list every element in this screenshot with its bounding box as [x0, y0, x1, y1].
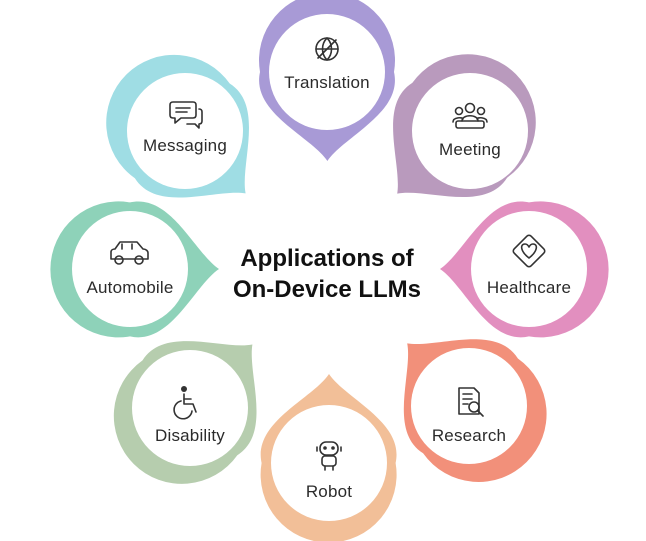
item-healthcare: Healthcare: [440, 201, 609, 338]
center-title: Applications of On-Device LLMs: [233, 245, 421, 303]
item-label-research: Research: [432, 426, 506, 445]
item-translation: Translation: [259, 0, 395, 161]
healthcare-icon: [512, 234, 546, 268]
item-label-healthcare: Healthcare: [487, 278, 571, 297]
robot-icon: [316, 441, 342, 471]
item-label-disability: Disability: [155, 426, 225, 445]
node-circle-robot: [271, 405, 387, 521]
automobile-icon: [110, 241, 149, 265]
messaging-icon: [169, 101, 203, 129]
item-meeting: Meeting: [393, 54, 536, 197]
item-robot: Robot: [260, 374, 397, 541]
node-circle-meeting: [412, 73, 528, 189]
title-line-2: On-Device LLMs: [233, 276, 421, 303]
item-messaging: Messaging: [106, 54, 249, 198]
item-disability: Disability: [113, 341, 257, 484]
item-label-robot: Robot: [306, 482, 352, 501]
item-label-automobile: Automobile: [86, 278, 173, 297]
item-research: Research: [403, 339, 547, 482]
node-circle-automobile: [72, 211, 188, 327]
item-automobile: Automobile: [50, 201, 220, 338]
item-label-translation: Translation: [284, 73, 370, 92]
item-label-meeting: Meeting: [439, 140, 501, 159]
disability-icon: [173, 386, 197, 420]
item-label-messaging: Messaging: [143, 136, 227, 155]
node-circle-healthcare: [471, 211, 587, 327]
node-circle-messaging: [127, 73, 243, 189]
node-circle-translation: [269, 14, 385, 130]
meeting-icon: [452, 102, 488, 129]
translation-icon: [315, 37, 339, 61]
node-circle-disability: [132, 350, 248, 466]
research-icon: [458, 387, 484, 417]
title-line-1: Applications of: [240, 245, 414, 272]
